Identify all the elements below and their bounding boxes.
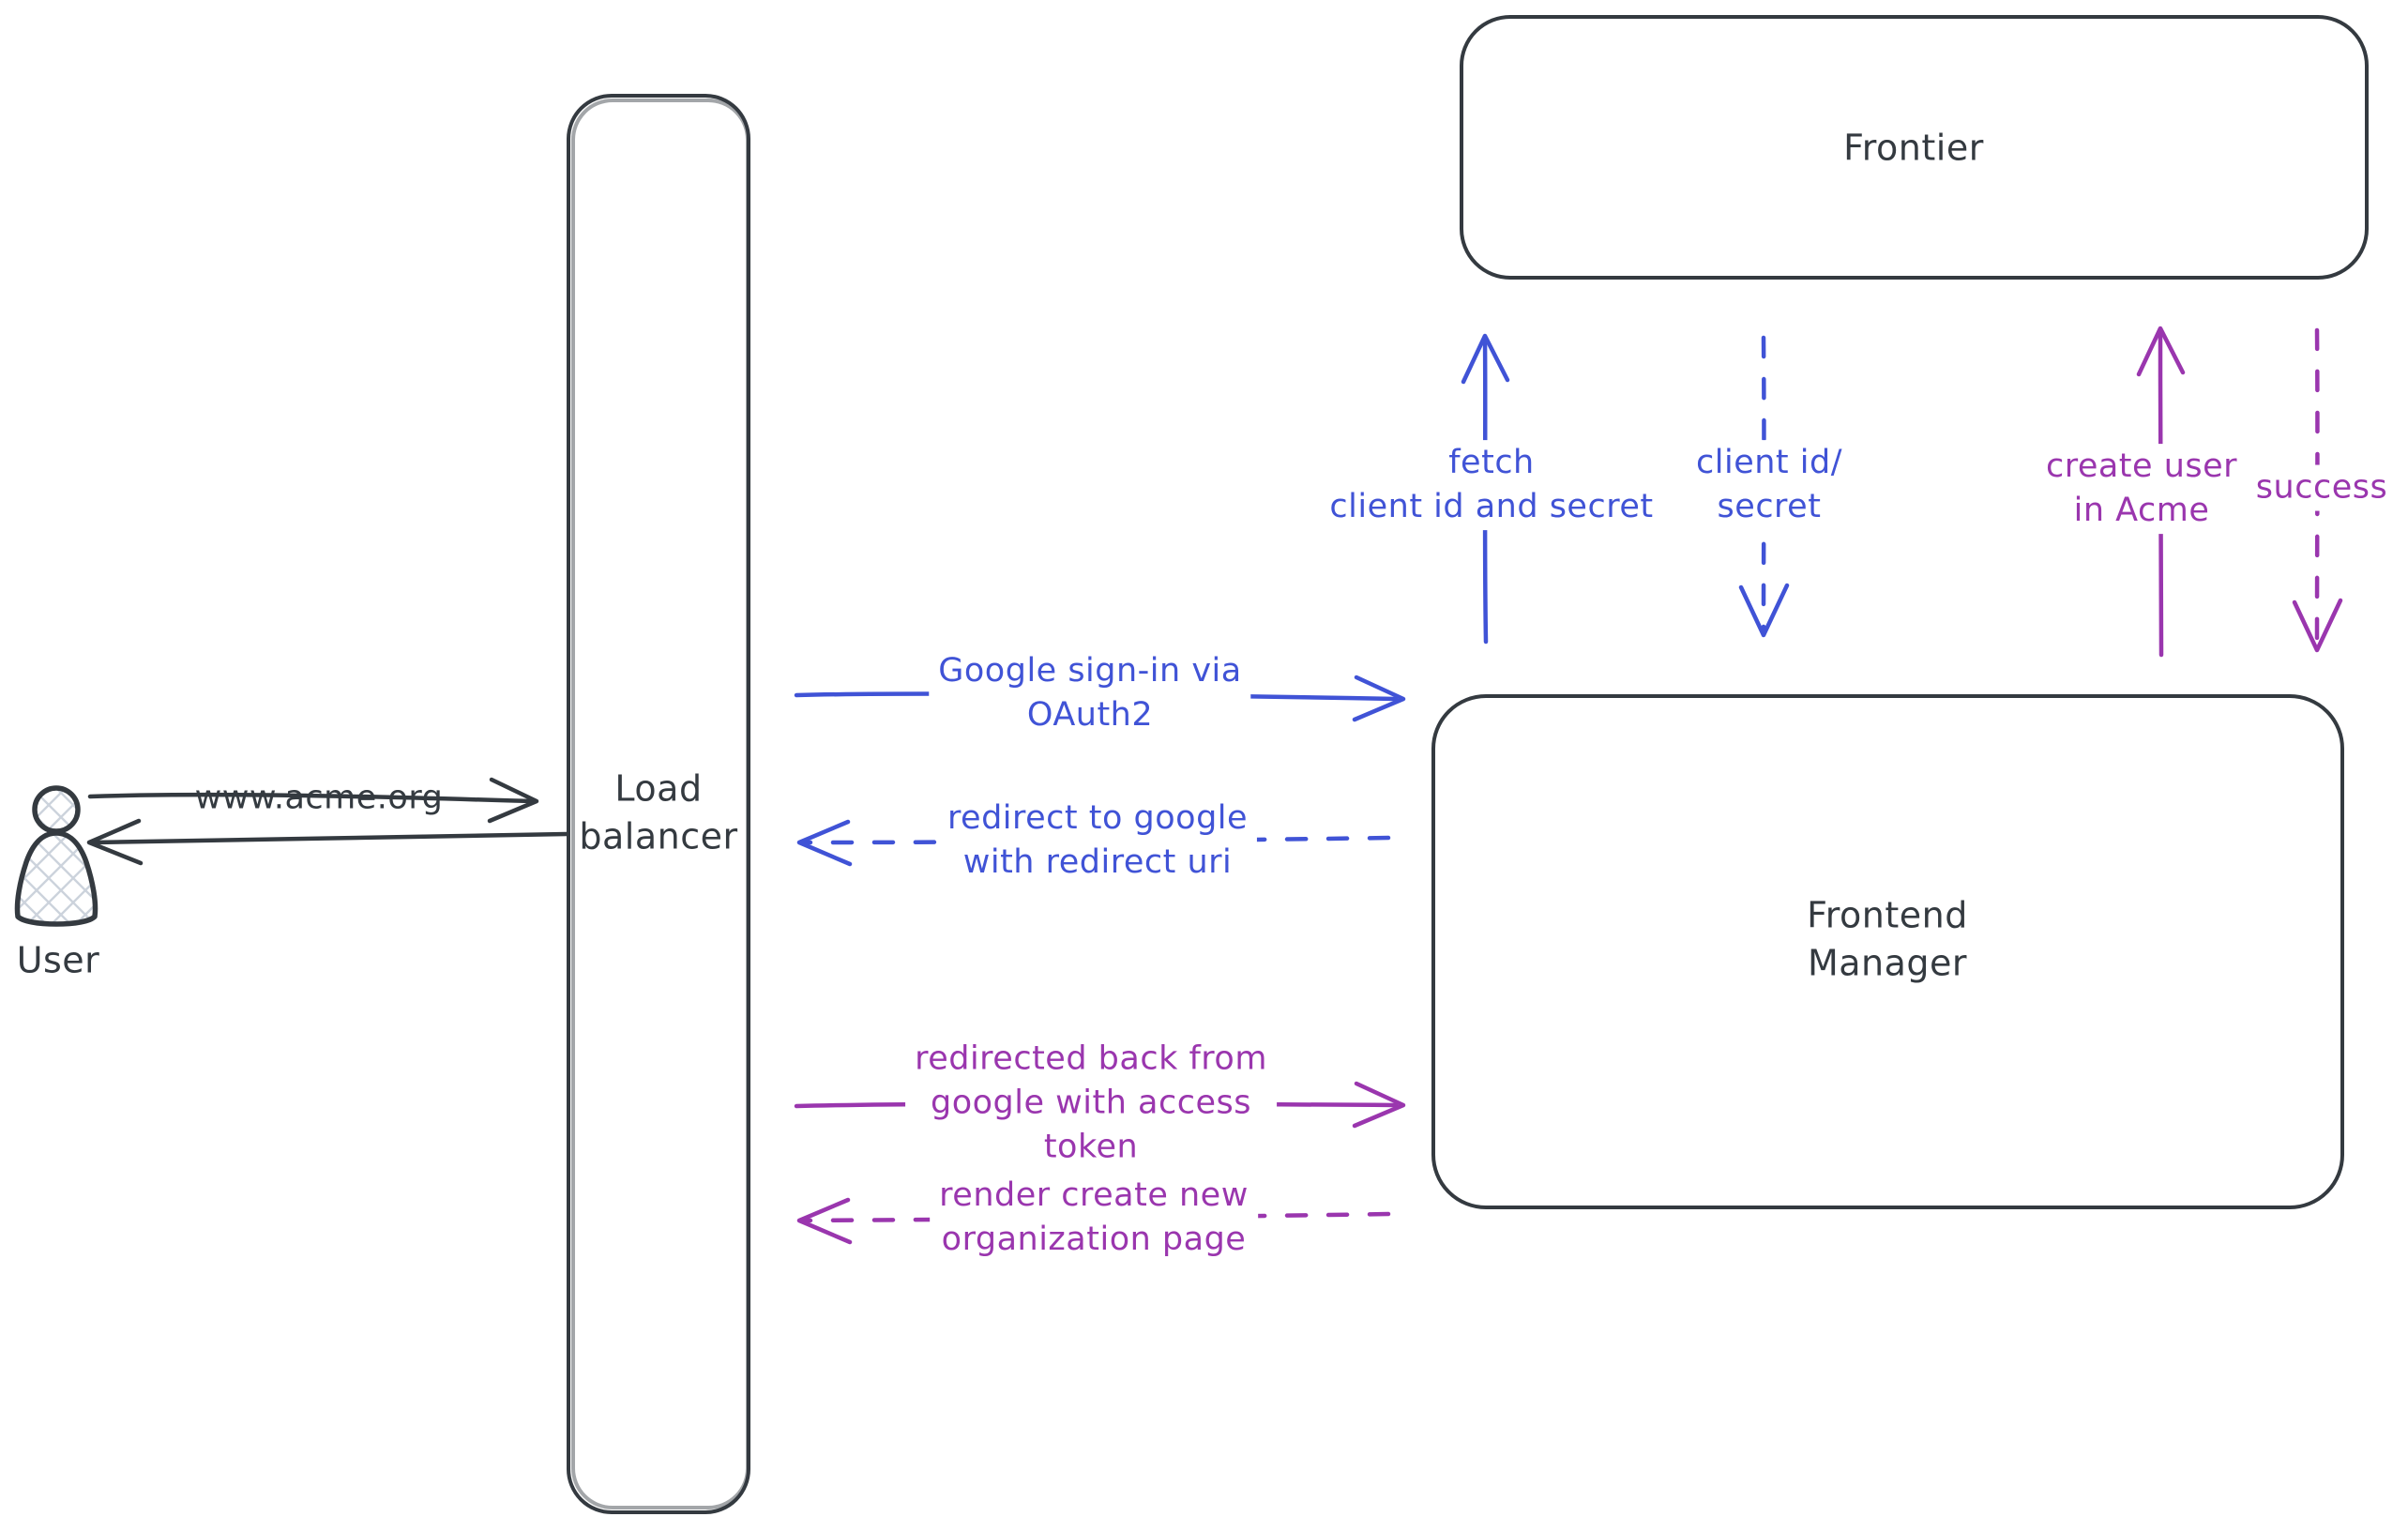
fetch-client-id-arrow-line [1482,335,1489,645]
user-icon [14,785,98,927]
www-response-arrowhead [86,818,144,866]
google-signin-arrowhead [1352,675,1406,722]
create-user-arrow-line [2158,327,2164,658]
success-arrowhead [2292,598,2343,653]
create-user-arrowhead [2136,326,2186,377]
node-boxes [567,15,2369,1514]
frontend-manager-box [1431,694,2344,1209]
www-request-arrowhead [487,777,539,824]
redirected-back-arrow-line [794,1101,1399,1109]
client-id-secret-arrowhead [1738,583,1790,638]
google-signin-arrow-line [794,691,1399,702]
redirect-to-google-arrow-line [802,835,1391,845]
dark-arrows [86,777,569,866]
render-org-page-arrow-line [802,1211,1391,1223]
fetch-client-id-arrowhead [1461,333,1510,385]
user-icon-body [14,830,98,927]
redirected-back-arrowhead [1352,1081,1406,1129]
load-balancer-box [567,94,750,1514]
load-balancer-box-sketch-line [571,99,750,1509]
www-request-arrow-line [87,792,534,804]
frontier-box [1460,15,2369,280]
www-response-arrow-line [91,831,569,845]
render-org-page-arrowhead [796,1197,853,1245]
redirect-to-google-arrowhead [796,819,853,867]
user-icon-head [32,785,81,834]
